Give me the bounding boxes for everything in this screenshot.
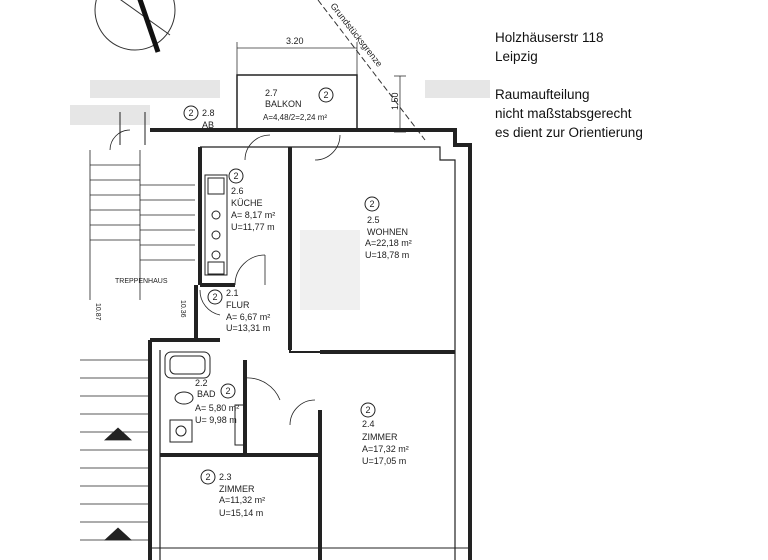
room-code: 2.4 (362, 419, 375, 429)
room-perimeter: U=18,78 m (365, 250, 409, 260)
dimension-width: 3.20 (236, 36, 358, 75)
spacer (495, 66, 755, 85)
room-code: 2.6 (231, 186, 244, 196)
room-bad: 2 2.2 BAD A= 5,80 m² U= 9,98 m (195, 378, 239, 425)
room-area: A= 6,67 m² (226, 312, 270, 322)
room-perimeter: U=13,31 m (226, 323, 270, 333)
address-city: Leipzig (495, 49, 538, 64)
room-name: FLUR (226, 300, 250, 310)
note-line-1: Raumaufteilung (495, 87, 590, 102)
room-perimeter: U=11,77 m (231, 222, 275, 232)
room-kueche: 2 2.6 KÜCHE A= 8,17 m² U=11,77 m (228, 168, 275, 232)
room-area: A=17,32 m² (362, 444, 409, 454)
note-line-3: es dient zur Orientierung (495, 125, 643, 140)
side-label-2: 10.36 (179, 300, 186, 318)
room-floor-num: 2 (369, 199, 374, 209)
room-code: 2.1 (226, 288, 239, 298)
room-area: A= 5,80 m² (195, 403, 239, 413)
stairwell-label: TREPPENHAUS (115, 278, 168, 285)
door-swings (199, 134, 341, 426)
room-name: WOHNEN (367, 227, 408, 237)
dim-width-label: 3.20 (286, 36, 304, 46)
room-perimeter: U= 9,98 m (195, 415, 237, 425)
room-floor-num: 2 (205, 472, 210, 482)
room-name: ZIMMER (362, 432, 398, 442)
room-code: 2.2 (195, 378, 208, 388)
room-wohnen: 2 2.5 WOHNEN A=22,18 m² U=18,78 m (364, 196, 412, 260)
kitchen-counter (204, 174, 228, 276)
compass-icon (94, 0, 176, 53)
room-floor-num: 2 (365, 405, 370, 415)
room-zimmer-24: 2 2.4 ZIMMER A=17,32 m² U=17,05 m (360, 402, 409, 466)
room-ab: 2 2.8 AB (183, 105, 215, 130)
room-perimeter: U=17,05 m (362, 456, 406, 466)
walls (148, 128, 472, 560)
boundary-label: Grundstücksgrenze (328, 1, 384, 69)
room-code: 2.8 (202, 108, 215, 118)
room-zimmer-23: 2 2.3 ZIMMER A=11,32 m² U=15,14 m (200, 469, 265, 518)
background-shadow (70, 80, 490, 310)
floor-plan: Grundstücksgrenze 3.20 1.50 (70, 0, 490, 560)
room-area: A=22,18 m² (365, 238, 412, 248)
room-flur: 2 2.1 FLUR A= 6,67 m² U=13,31 m (207, 288, 270, 333)
room-name: BALKON (265, 99, 302, 109)
note-line-2: nicht maßstabsgerecht (495, 106, 632, 121)
room-balkon: 2 2.7 BALKON A=4,48/2=2,24 m² (263, 87, 334, 122)
room-code: 2.3 (219, 472, 232, 482)
room-area: A=4,48/2=2,24 m² (263, 113, 327, 122)
room-floor-num: 2 (188, 108, 193, 118)
side-label-1: 10.87 (94, 303, 101, 321)
stairwell (80, 112, 195, 541)
bathroom-fixtures (164, 351, 246, 446)
room-area: A= 8,17 m² (231, 210, 275, 220)
room-code: 2.5 (367, 215, 380, 225)
room-name: ZIMMER (219, 484, 255, 494)
room-floor-num: 2 (323, 90, 328, 100)
info-panel: Holzhäuserstr 118 Leipzig Raumaufteilung… (495, 28, 755, 142)
room-name: AB (202, 120, 214, 130)
room-name: BAD (197, 389, 216, 399)
room-floor-num: 2 (225, 386, 230, 396)
address-street: Holzhäuserstr 118 (495, 30, 604, 45)
dim-depth-label: 1.50 (390, 92, 400, 110)
room-code: 2.7 (265, 88, 278, 98)
room-name: KÜCHE (231, 198, 263, 208)
room-perimeter: U=15,14 m (219, 508, 263, 518)
room-area: A=11,32 m² (219, 495, 265, 505)
dimension-depth: 1.50 (390, 75, 406, 133)
room-floor-num: 2 (212, 292, 217, 302)
room-floor-num: 2 (233, 171, 238, 181)
